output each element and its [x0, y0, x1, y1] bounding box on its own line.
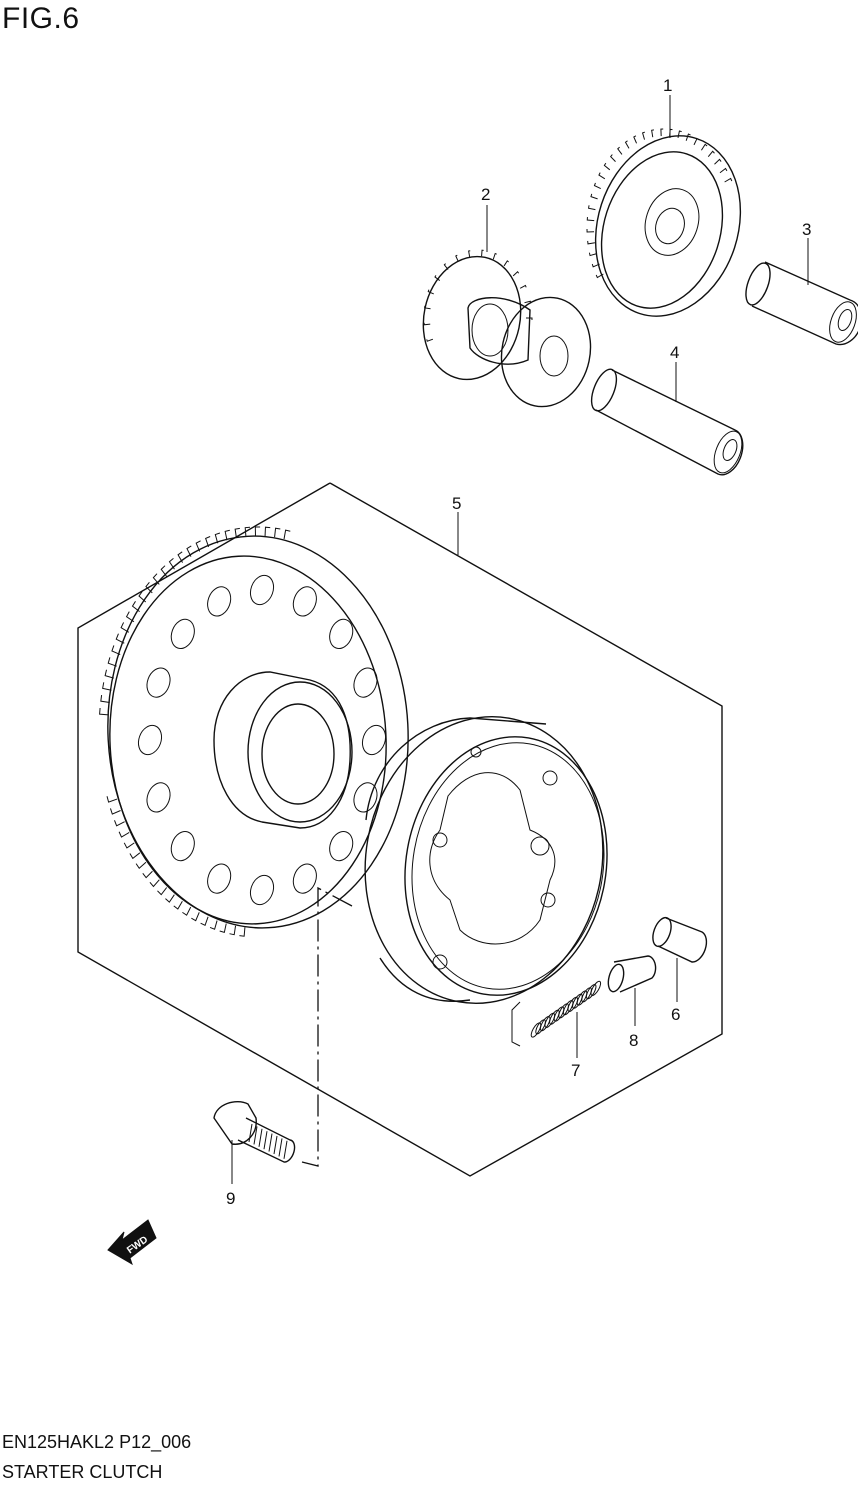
- part-8-pin: [607, 955, 657, 993]
- one-way-clutch-housing: [364, 716, 608, 1004]
- part-1-idle-gear: [586, 128, 742, 317]
- part-9-bolt: [213, 1100, 296, 1163]
- fwd-arrow-icon: FWD: [107, 1219, 157, 1266]
- callout-8: 8: [629, 1031, 638, 1050]
- callout-7: 7: [571, 1061, 580, 1080]
- callout-9: 9: [226, 1189, 235, 1208]
- figure-title: FIG.6: [2, 2, 80, 35]
- callout-1: 1: [663, 76, 672, 95]
- drawing-name: STARTER CLUTCH: [2, 1462, 163, 1482]
- starter-driven-gear: [99, 526, 409, 937]
- part-4-shaft: [590, 368, 744, 476]
- part-6-roller: [652, 916, 708, 963]
- part-3-shaft: [745, 261, 858, 346]
- callout-6: 6: [671, 1005, 680, 1024]
- callout-5: 5: [452, 494, 461, 513]
- callout-2: 2: [481, 185, 490, 204]
- callout-4: 4: [670, 343, 679, 362]
- callout-3: 3: [802, 220, 811, 239]
- part-7-spring: [530, 980, 602, 1038]
- part-2-double-gear: [422, 249, 592, 408]
- part-5-assembly-outline: [77, 482, 723, 1177]
- drawing-code: EN125HAKL2 P12_006: [2, 1432, 192, 1452]
